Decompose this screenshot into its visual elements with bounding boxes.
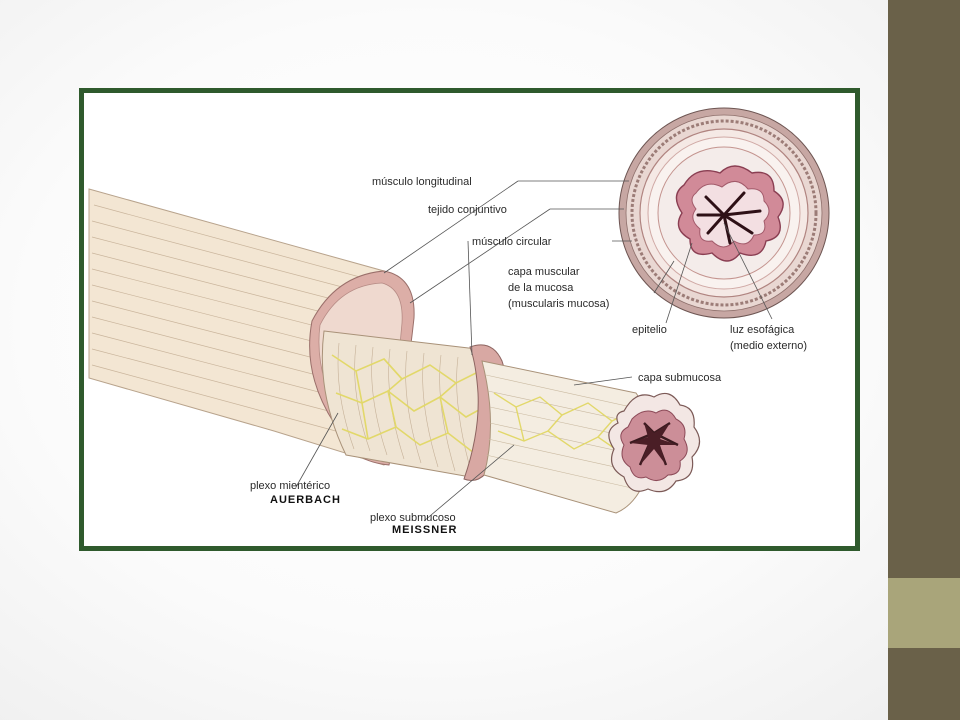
- label-capa-submucosa: capa submucosa: [638, 372, 722, 384]
- label-musculo-circular: músculo circular: [472, 236, 552, 248]
- myenteric-plexus-network: [331, 354, 489, 454]
- label-capa-muscular-line1: capa muscular: [508, 266, 580, 278]
- leader-lines: [295, 180, 773, 522]
- label-capa-muscular-line2: de la mucosa: [508, 282, 574, 294]
- side-bar-dark-bottom: [888, 648, 960, 720]
- diagram-labels: músculo longitudinal tejido conjuntivo m…: [250, 176, 807, 536]
- figure-frame: músculo longitudinal tejido conjuntivo m…: [79, 88, 860, 551]
- label-meissner: MEISSNER: [392, 524, 457, 536]
- circular-muscle-layer: [321, 330, 507, 479]
- esophagus-diagram: músculo longitudinal tejido conjuntivo m…: [88, 107, 830, 536]
- label-luz-esofagica-line1: luz esofágica: [730, 324, 795, 336]
- label-plexo-submucoso: plexo submucoso: [370, 512, 456, 524]
- label-auerbach: AUERBACH: [270, 494, 341, 506]
- side-bar-light-accent: [888, 578, 960, 648]
- cross-section-inset: [618, 107, 830, 319]
- label-capa-muscular-line3: (muscularis mucosa): [508, 298, 609, 310]
- label-epitelio: epitelio: [632, 324, 667, 336]
- label-plexo-mienterico: plexo mientérico: [250, 480, 330, 492]
- label-musculo-longitudinal: músculo longitudinal: [372, 176, 472, 188]
- label-tejido-conjuntivo: tejido conjuntivo: [428, 204, 507, 216]
- mucosa-cut-end: [608, 392, 701, 493]
- side-bar-dark-top: [888, 0, 960, 578]
- label-luz-esofagica-line2: (medio externo): [730, 340, 807, 352]
